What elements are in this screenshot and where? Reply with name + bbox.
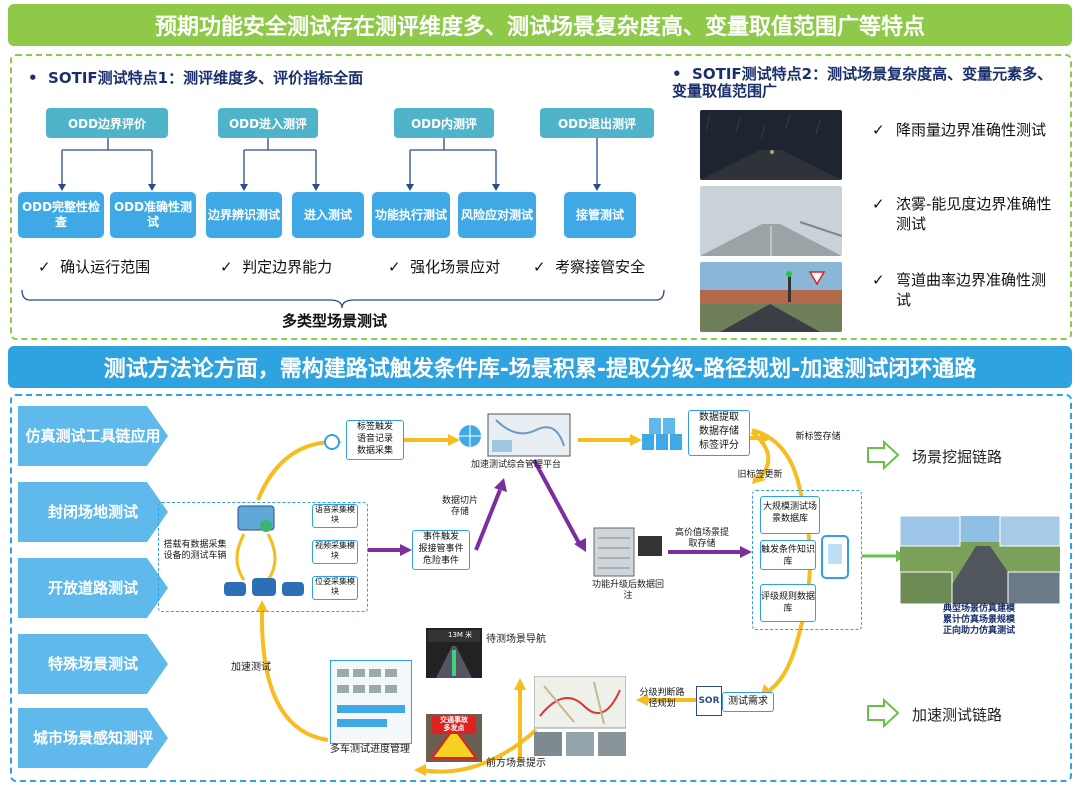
simulation-scene-image <box>900 516 1060 604</box>
grading-label: 分级判断路径规划 <box>639 688 685 709</box>
platform-screen <box>459 413 571 457</box>
box-odd-integrity: ODD完整性检查 <box>18 192 104 238</box>
box-risk-response: 风险应对测试 <box>458 192 536 238</box>
nav-label: 待测场景导航 <box>486 634 546 645</box>
fog-road-image <box>700 186 842 256</box>
vehicle-label: 搭载有数据采集设备的测试车辆 <box>163 540 227 561</box>
server-rack-icon <box>593 527 662 577</box>
data-slice-label: 数据切片存储 <box>441 496 478 517</box>
check-4: ✓ 考察接管安全 <box>533 258 646 276</box>
feature2-item-2: ✓浓雾-能见度边界准确性测试 <box>872 195 1052 233</box>
box-takeover: 接管测试 <box>564 192 636 238</box>
feature2-title: • SOTIF测试特点2：测试场景复杂度高、变量元素多、变量取值范围广 <box>672 65 1053 100</box>
feature2-item-3: ✓弯道曲率边界准确性测试 <box>872 271 1047 309</box>
feature2-item-1: ✓降雨量边界准确性测试 <box>872 121 1047 139</box>
forward-hint-label: 前方场景提示 <box>486 758 546 769</box>
module-audio: 语音采集模块 <box>312 504 358 528</box>
warning-sign-image <box>426 714 482 762</box>
db-rating-rules: 评级规则数据库 <box>760 584 816 622</box>
vehicle-group <box>158 502 368 612</box>
module-video: 视频采集模块 <box>312 540 358 564</box>
check-2: ✓ 判定边界能力 <box>220 258 333 276</box>
side-label-urban-perception: 城市场景感知测评 <box>18 708 168 768</box>
tag-trigger-box: 标签触发语音记录数据采集 <box>346 420 404 460</box>
data-collector-icon <box>224 505 304 596</box>
curve-road-image <box>700 262 842 332</box>
feature1-title: • SOTIF测试特点1：测评维度多、评价指标全面 <box>28 69 364 87</box>
box-entry-test: 进入测试 <box>292 192 364 238</box>
old-tag-label: 旧标签更新 <box>737 470 783 480</box>
top-banner: 预期功能安全测试存在测评维度多、测试场景复杂度高、变量取值范围广等特点 <box>8 4 1072 46</box>
side-label-open-road: 开放道路测试 <box>18 558 168 618</box>
event-trigger-box: 事件触发报接管事件危险事件 <box>412 530 470 570</box>
check-3: ✓ 强化场景应对 <box>388 258 501 276</box>
method-banner: 测试方法论方面，需构建路试触发条件库-场景积累-提取分级-路径规划-加速测试闭环… <box>8 346 1072 388</box>
chain-scene-mining: 场景挖掘链路 <box>912 448 1003 466</box>
high-value-label: 高价值场景提取存储 <box>674 528 729 549</box>
side-label-closed-site: 封闭场地测试 <box>18 482 168 542</box>
category-odd-entry: ODD进入测评 <box>218 108 318 138</box>
method-panel <box>10 394 1072 782</box>
chain-accel-test: 加速测试链路 <box>912 706 1003 724</box>
db-device-icon <box>821 535 849 579</box>
db-large-scale: 大规模测试场景数据库 <box>760 496 820 534</box>
sim-caption: 典型场景仿真建模累计仿真场景规模正向助力仿真测试 <box>942 604 1015 636</box>
module-pose: 位姿采集模块 <box>312 576 358 600</box>
category-odd-boundary: ODD边界评价 <box>46 108 168 138</box>
database-stack-icon <box>642 418 682 450</box>
check-1: ✓ 确认运行范围 <box>38 258 151 276</box>
accel-label: 加速测试 <box>231 662 271 673</box>
upgrade-label: 功能升级后数据回注 <box>591 580 664 601</box>
platform-label: 加速测试综合管理平台 <box>470 460 561 470</box>
category-odd-internal: ODD内测评 <box>394 108 494 138</box>
nav-distance: 13M 米 <box>448 631 473 639</box>
multi-car-screen <box>330 660 412 744</box>
new-tag-label: 新标签存储 <box>795 432 841 442</box>
warning-sign-text: 交通事故多发点 <box>440 716 468 732</box>
feature1-footer: 多类型场景测试 <box>282 312 388 330</box>
feature-panel <box>10 54 1072 340</box>
db-trigger-knowledge: 触发条件知识库 <box>760 540 816 570</box>
data-extract-box: 数据提取数据存储标签评分 <box>688 410 750 456</box>
rain-night-image <box>700 110 842 180</box>
route-map-image <box>534 676 626 756</box>
side-label-sim-toolchain: 仿真测试工具链应用 <box>18 406 168 466</box>
box-odd-accuracy: ODD准确性测试 <box>110 192 196 238</box>
database-group <box>752 490 862 630</box>
tag-trigger-icon <box>324 434 340 450</box>
navigation-screen <box>426 628 482 678</box>
sor-icon: SOR <box>696 686 722 716</box>
feature1-connectors <box>21 138 665 309</box>
multi-car-label: 多车测试进度管理 <box>330 744 410 755</box>
box-function-exec: 功能执行测试 <box>372 192 450 238</box>
category-odd-exit: ODD退出测评 <box>540 108 654 138</box>
box-boundary-id: 边界辨识测试 <box>206 192 282 238</box>
side-label-special-scene: 特殊场景测试 <box>18 634 168 694</box>
test-demand-box: 测试需求 <box>722 692 774 712</box>
